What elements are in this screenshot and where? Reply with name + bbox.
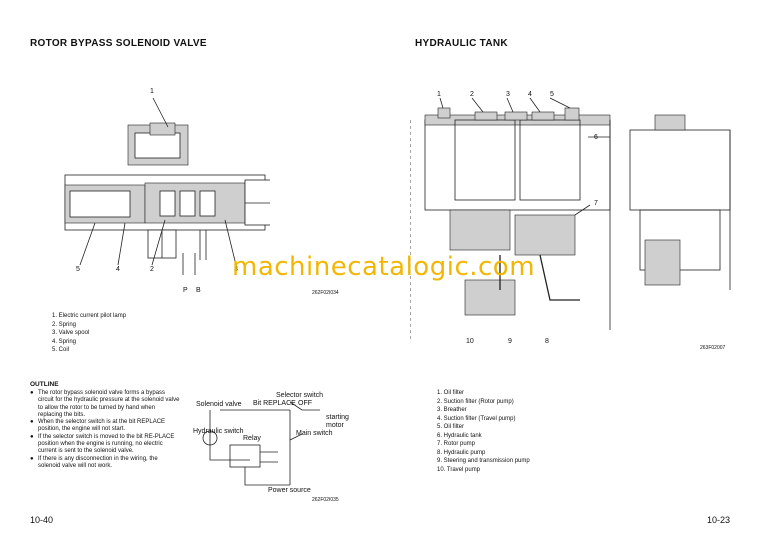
part-item: 2. Spring (52, 321, 77, 328)
tank-parts-list: 1. Oil filter 2. Suction filter (Rotor p… (437, 389, 530, 474)
tank-callout-1: 1 (437, 91, 441, 98)
wiring-diagram (202, 401, 320, 486)
outline-list: ●The rotor bypass solenoid valve forms a… (30, 390, 180, 470)
tank-callout-6: 6 (594, 134, 598, 141)
wiring-power-source-label: Power source (268, 487, 311, 494)
right-page-number: 10-23 (707, 515, 731, 525)
wiring-off-label: OFF (298, 400, 312, 407)
hydraulic-tank-diagram (410, 97, 731, 340)
part-item: 3. Valve spool (52, 330, 90, 336)
solenoid-parts-list: 1. Electric current pilot lamp 2. Spring… (52, 312, 126, 355)
tank-callout-10: 10 (466, 338, 474, 345)
wiring-bit-replace-label: Bit REPLACE (253, 400, 296, 407)
tank-callout-3: 3 (506, 91, 510, 98)
wiring-main-switch-label: Main switch (296, 430, 333, 437)
part-item: 3. Breather (437, 407, 467, 413)
callout-2: 2 (150, 266, 154, 273)
part-item: 6. Hydraulic tank (437, 432, 482, 439)
figure-code-1: 262F02I034 (312, 290, 339, 296)
left-page-title: ROTOR BYPASS SOLENOID VALVE (30, 38, 207, 49)
tank-callout-9: 9 (508, 338, 512, 345)
part-item: 4. Spring (52, 338, 77, 345)
outline-item: ●If the selector switch is moved to the … (30, 433, 175, 455)
watermark: machinecatalogic.com (232, 252, 536, 282)
tank-callout-4: 4 (528, 91, 532, 98)
solenoid-valve-diagram (64, 97, 270, 275)
port-b-label: B (196, 287, 201, 294)
callout-1: 1 (150, 88, 154, 95)
part-item: 4. Suction filter (Travel pump) (437, 415, 516, 422)
part-item: 7. Rotor pump (437, 441, 476, 447)
part-item: 1. Electric current pilot lamp (52, 313, 127, 319)
tank-callout-5: 5 (550, 91, 554, 98)
outline-title: OUTLINE (30, 381, 59, 388)
wiring-starting-motor-label: starting motor (326, 414, 349, 429)
outline-item: ●The rotor bypass solenoid valve forms a… (30, 390, 180, 418)
tank-callout-7: 7 (594, 200, 598, 207)
part-item: 5. Oil filter (437, 424, 465, 430)
outline-item: ●When the selector switch is at the bit … (30, 419, 166, 433)
tank-figure-code: 263F02007 (700, 345, 726, 351)
port-p-label: P (183, 287, 188, 294)
tank-callout-2: 2 (470, 91, 474, 98)
callout-5: 5 (76, 266, 80, 273)
part-item: 5. Coil (52, 347, 70, 353)
left-page-number: 10-40 (30, 515, 54, 525)
figure-code-2: 262F02I035 (312, 497, 339, 503)
wiring-relay-label: Relay (243, 435, 261, 442)
part-item: 10. Travel pump (437, 466, 481, 473)
callout-4: 4 (116, 266, 120, 273)
outline-item: ●If there is any disconnection in the wi… (30, 455, 158, 469)
part-item: 2. Suction filter (Rotor pump) (437, 398, 514, 405)
part-item: 8. Hydraulic pump (437, 449, 486, 456)
part-item: 1. Oil filter (437, 390, 465, 396)
part-item: 9. Steering and transmission pump (437, 458, 530, 464)
wiring-selector-switch-label: Selector switch (276, 392, 324, 399)
tank-callout-8: 8 (545, 338, 549, 345)
callout-3: 3 (234, 266, 238, 273)
wiring-solenoid-valve-label: Solenoid valve (196, 401, 242, 408)
wiring-hydraulic-switch-label: Hydraulic switch (193, 428, 244, 435)
right-page-title: HYDRAULIC TANK (415, 38, 508, 49)
